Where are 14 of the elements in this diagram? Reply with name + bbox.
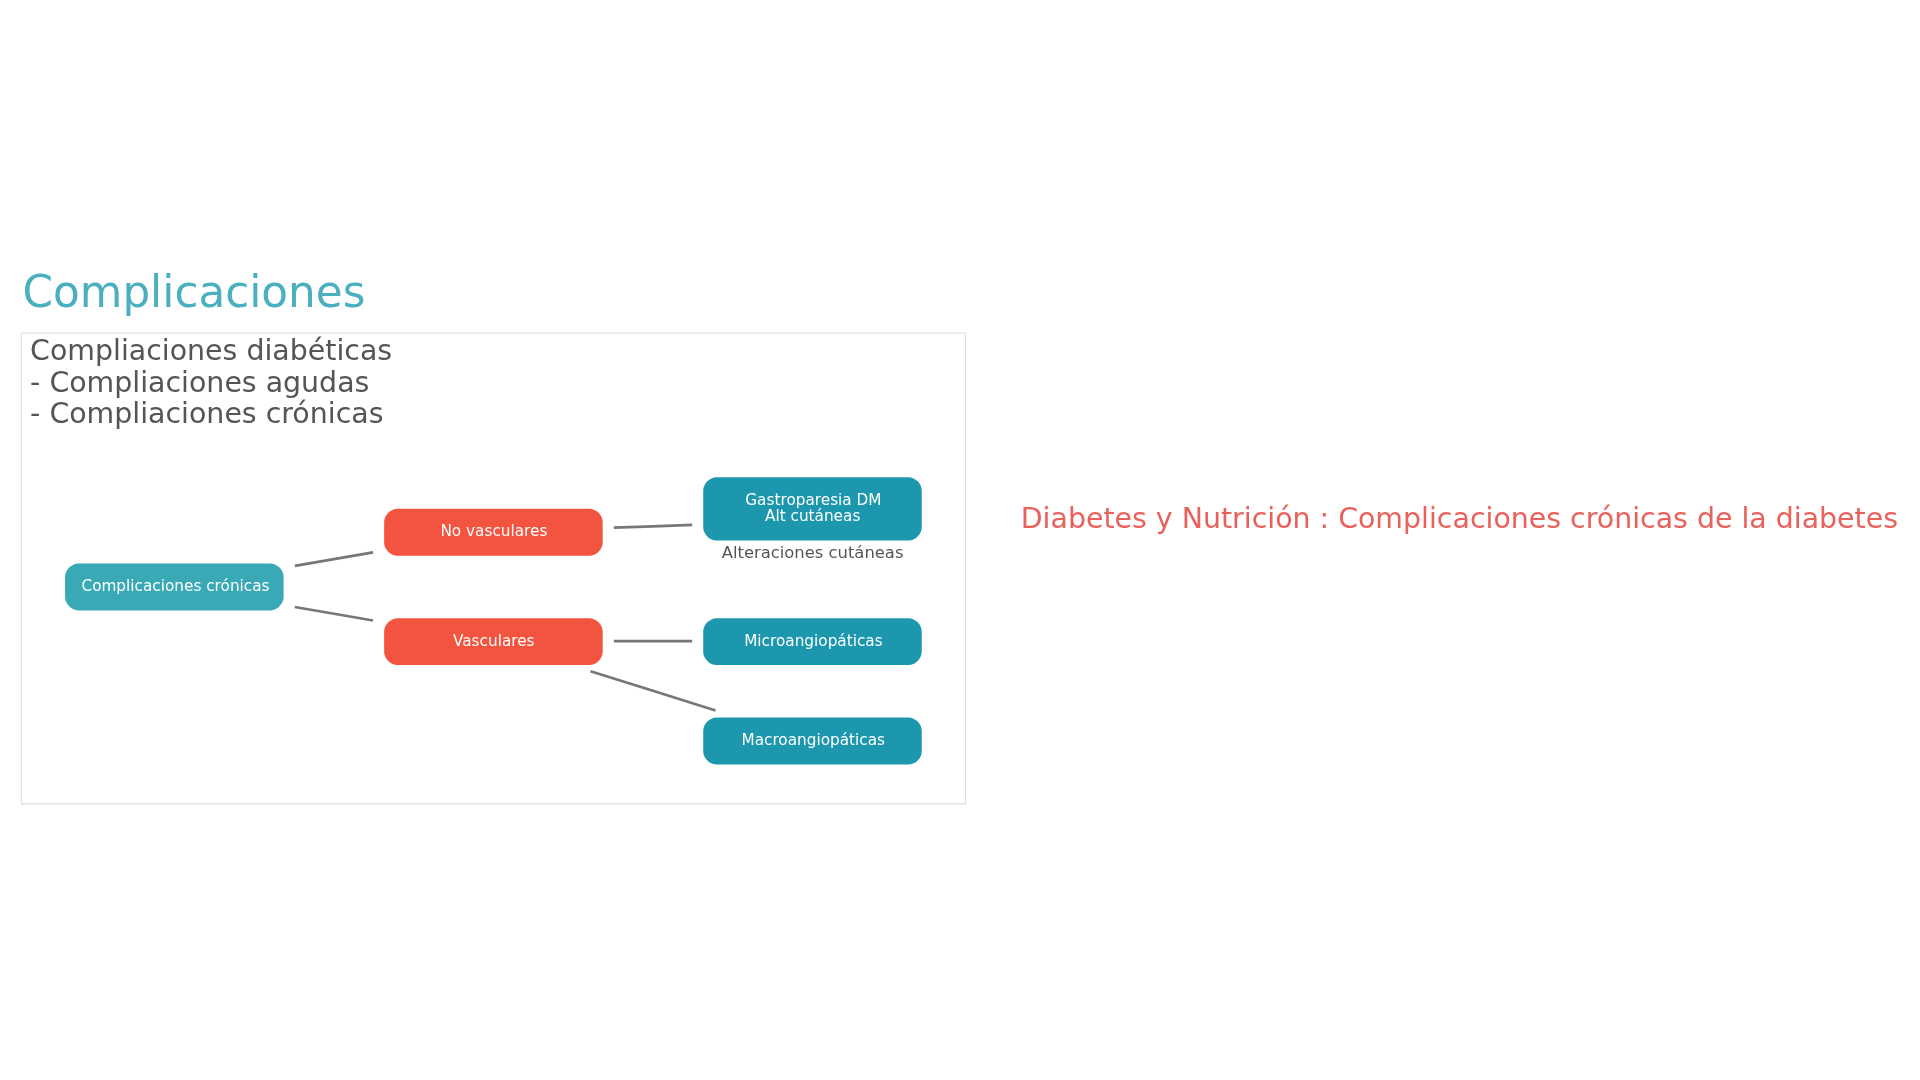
node-box: Vasculares [384, 618, 603, 666]
node-box: Macroangiopáticas [703, 717, 922, 765]
connector [613, 639, 693, 643]
node-label: Alteraciones cutáneas [721, 543, 904, 563]
connector [590, 669, 716, 712]
node-box: Microangiopáticas [703, 618, 922, 666]
node-box: Gastroparesia DM Alt cutáneas [703, 477, 922, 541]
connector [294, 551, 374, 568]
node-box: Complicaciones crónicas [65, 563, 284, 611]
node-box: No vasculares [384, 508, 603, 556]
caption: Diabetes y Nutrición : Complicaciones crónicas de la diabetes [1020, 501, 1899, 535]
connector [294, 605, 374, 622]
connector [613, 523, 693, 530]
diagram-title: Complicaciones [22, 265, 366, 317]
